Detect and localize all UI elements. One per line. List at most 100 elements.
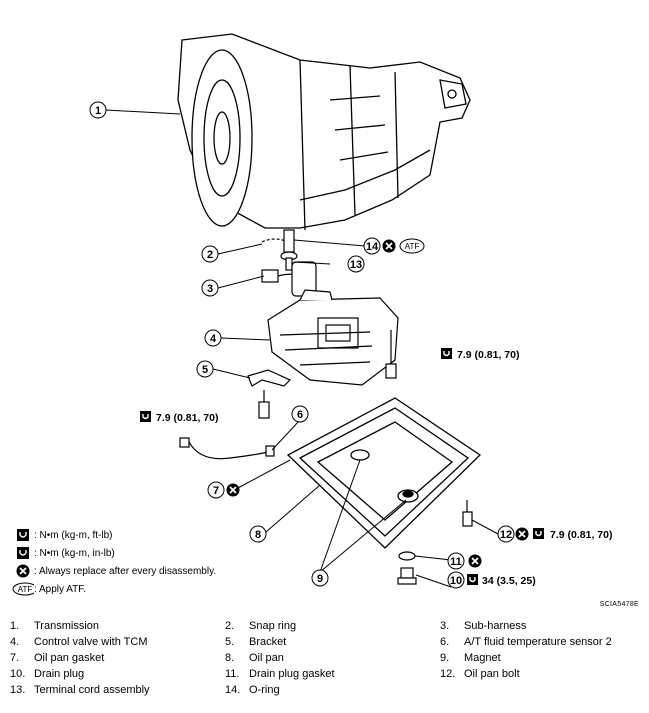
- leader-lines: [105, 109, 499, 588]
- replace-icon: [16, 564, 30, 578]
- part-name: Snap ring: [249, 620, 297, 632]
- part-name: Drain plug gasket: [249, 668, 335, 680]
- replace-icon: [381, 238, 397, 254]
- part-number: 11.: [225, 668, 240, 680]
- part-name: Oil pan bolt: [464, 668, 520, 680]
- part-number: 6.: [440, 636, 450, 648]
- part-number: 14.: [225, 684, 241, 696]
- legend: : N•m (kg-m, ft-lb) : N•m (kg-m, in-lb) …: [12, 526, 216, 598]
- svg-text:2: 2: [207, 249, 213, 261]
- parts-list-item: 11. Drain plug gasket: [225, 668, 440, 680]
- atf-badge-icon: ATF: [12, 582, 34, 596]
- terminal-cord-assembly-drawing: [280, 229, 298, 271]
- legend-nm-inlb-text: : N•m (kg-m, in-lb): [34, 547, 115, 559]
- legend-atf-text: : Apply ATF.: [34, 583, 87, 595]
- sensor-bolt-drawing: [258, 390, 270, 419]
- callout-3: 3: [201, 279, 219, 297]
- callout-1: 1: [89, 101, 107, 119]
- part-number: 5.: [225, 636, 235, 648]
- part-number: 1.: [10, 620, 20, 632]
- parts-list-item: 9. Magnet: [440, 652, 640, 664]
- parts-list-item: 12.Oil pan bolt: [440, 668, 640, 680]
- callout-5: 5: [196, 360, 214, 378]
- callout-12: 12: [497, 525, 515, 543]
- temperature-sensor-drawing: [179, 437, 275, 460]
- control-valve-drawing: [267, 289, 399, 386]
- sensor-bolt-torque: 7.9 (0.81, 70): [156, 412, 218, 424]
- part-name: Drain plug: [34, 668, 85, 680]
- valve-bolt-drawing: [385, 330, 397, 379]
- parts-list-item: 13.Terminal cord assembly: [10, 684, 225, 696]
- svg-text:12: 12: [500, 529, 512, 541]
- part-name: Bracket: [249, 636, 287, 648]
- atf-badge: ATF: [399, 238, 425, 254]
- torque-icon: [440, 347, 453, 360]
- legend-replace-text: : Always replace after every disassembly…: [34, 565, 217, 577]
- callout-14: 14: [363, 237, 381, 255]
- legend-row-nm-inlb: : N•m (kg-m, in-lb): [12, 544, 216, 562]
- part-name: Oil pan gasket: [34, 652, 105, 664]
- callout-6: 6: [291, 405, 309, 423]
- part-name: A/T fluid temperature sensor 2: [464, 636, 612, 648]
- svg-text:10: 10: [450, 575, 462, 587]
- svg-text:4: 4: [210, 333, 217, 345]
- parts-list-item: 5. Bracket: [225, 636, 440, 648]
- callout-9: 9: [311, 569, 329, 587]
- svg-text:ATF: ATF: [405, 242, 420, 251]
- svg-text:ATF: ATF: [18, 585, 33, 594]
- drain-plug-gasket-drawing: [398, 551, 416, 561]
- torque-icon: [532, 527, 545, 540]
- callout-11: 11: [447, 552, 465, 570]
- part-name: Sub-harness: [464, 620, 527, 632]
- svg-text:14: 14: [366, 241, 379, 253]
- svg-text:6: 6: [297, 409, 303, 421]
- callout-13: 13: [347, 255, 365, 273]
- callout-4: 4: [204, 329, 222, 347]
- torque-icon: [17, 529, 29, 541]
- oil-pan-drawing: [286, 397, 482, 549]
- part-number: 9.: [440, 652, 450, 664]
- snap-ring-drawing: [261, 238, 289, 243]
- exploded-view-diagram: 1 2 3 4 5 6 7 8 9 10 34 (3.5, 25) 11 12 …: [89, 33, 612, 589]
- figure-code: SCIA5478E: [599, 601, 639, 608]
- part-name: Oil pan: [249, 652, 284, 664]
- part-number: 4.: [10, 636, 20, 648]
- callout-2: 2: [201, 245, 219, 263]
- part-number: 8.: [225, 652, 235, 664]
- part-number: 3.: [440, 620, 450, 632]
- torque-icon: [466, 573, 479, 586]
- parts-list-item: 3. Sub-harness: [440, 620, 640, 632]
- legend-row-atf: ATF : Apply ATF.: [12, 580, 216, 598]
- replace-icon: [467, 553, 483, 569]
- part-name: Control valve with TCM: [34, 636, 148, 648]
- parts-list-item: 1.Transmission: [10, 620, 225, 632]
- parts-list-item: 2. Snap ring: [225, 620, 440, 632]
- valve-bolt-torque: 7.9 (0.81, 70): [457, 349, 519, 361]
- part-name: Terminal cord assembly: [34, 684, 150, 696]
- parts-list-item: 6. A/T fluid temperature sensor 2: [440, 636, 640, 648]
- parts-list-item: 14. O-ring: [225, 684, 440, 696]
- parts-list-item: 10. Drain plug: [10, 668, 225, 680]
- pan-bolt-torque: 7.9 (0.81, 70): [550, 529, 612, 541]
- pan-bolt-drawing: [462, 500, 473, 527]
- svg-text:11: 11: [450, 556, 462, 568]
- legend-nm-ftlb-text: : N•m (kg-m, ft-lb): [34, 529, 113, 541]
- callout-8: 8: [249, 525, 267, 543]
- svg-text:7: 7: [213, 485, 219, 497]
- part-number: 7.: [10, 652, 20, 664]
- part-name: Magnet: [464, 652, 501, 664]
- svg-text:1: 1: [95, 105, 101, 117]
- svg-text:5: 5: [202, 364, 208, 376]
- svg-text:13: 13: [350, 259, 362, 271]
- callout-7: 7: [207, 481, 225, 499]
- svg-text:9: 9: [317, 573, 323, 585]
- drain-plug-drawing: [397, 567, 417, 585]
- parts-list-item: 4. Control valve with TCM: [10, 636, 225, 648]
- svg-text:3: 3: [207, 283, 213, 295]
- part-number: 2.: [225, 620, 235, 632]
- part-number: 10.: [10, 668, 26, 680]
- parts-list-item: 7. Oil pan gasket: [10, 652, 225, 664]
- part-name: O-ring: [249, 684, 280, 696]
- torque-icon: [17, 547, 29, 559]
